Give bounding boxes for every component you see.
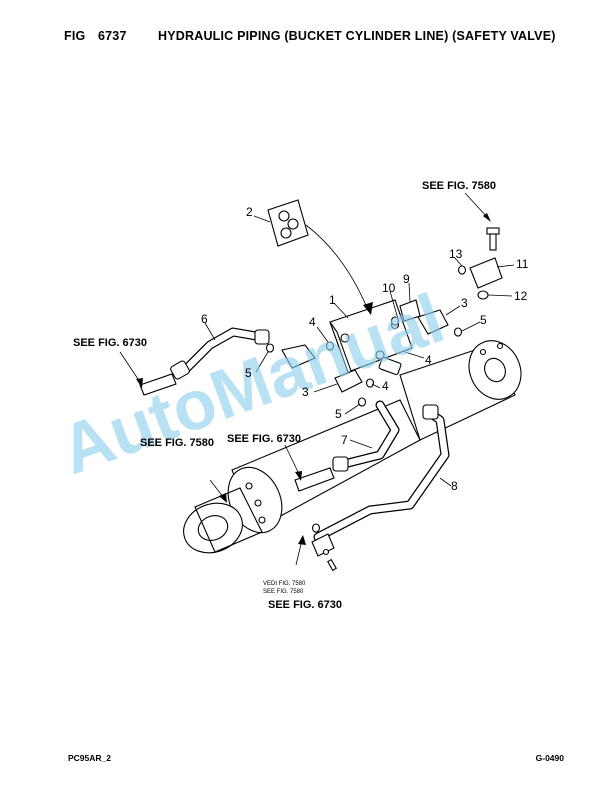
watermark: AutoManual [50,279,453,489]
pipe-8 [313,404,450,542]
callout-4: 4 [425,353,432,367]
reference-arrows [119,192,491,566]
ref-see-fig-6730-mid: SEE FIG. 6730 [227,433,301,445]
leader-lines [204,215,515,487]
ref-see-fig-7580-mid: SEE FIG. 7580 [140,437,214,449]
callout-4: 4 [309,315,316,329]
callout-7: 7 [341,433,348,447]
callout-11: 11 [516,257,529,271]
callout-5: 5 [480,313,487,327]
ref-see-fig-6730-bottom: SEE FIG. 6730 [268,599,342,611]
callout-5: 5 [245,366,252,380]
callout-5: 5 [335,407,342,421]
callout-4: 4 [382,379,389,393]
callout-13: 13 [449,247,463,261]
ref-vedi-fig-7580: VEDI FIG. 7580 [263,581,306,587]
callout-12: 12 [514,289,528,303]
safety-valve-block [329,299,413,383]
elbow-fittings [281,227,503,393]
o-rings [265,265,489,533]
figure-label: FIG [64,29,86,43]
label-decal [267,199,373,315]
figure-number: 6737 [98,29,127,43]
callout-3: 3 [302,385,309,399]
figure-title: HYDRAULIC PIPING (BUCKET CYLINDER LINE) … [158,29,556,43]
callout-3: 3 [461,296,468,310]
document-code: PC95AR_2 [68,753,111,763]
pipe-7 [294,400,400,492]
flange-clamp [311,533,337,572]
ref-see-fig-6730-left: SEE FIG. 6730 [73,337,147,349]
pipe-6 [139,327,270,396]
callout-9: 9 [403,272,410,286]
page-code: G-0490 [535,753,564,763]
bucket-cylinder [183,399,421,554]
callout-8: 8 [451,479,458,493]
callout-6: 6 [201,312,208,326]
callout-1: 1 [329,293,336,307]
callout-2: 2 [246,205,253,219]
callout-10: 10 [382,281,396,295]
ref-see-fig-7580-top: SEE FIG. 7580 [422,180,496,192]
ref-see-fig-7580-small: SEE FIG. 7580 [263,589,304,595]
